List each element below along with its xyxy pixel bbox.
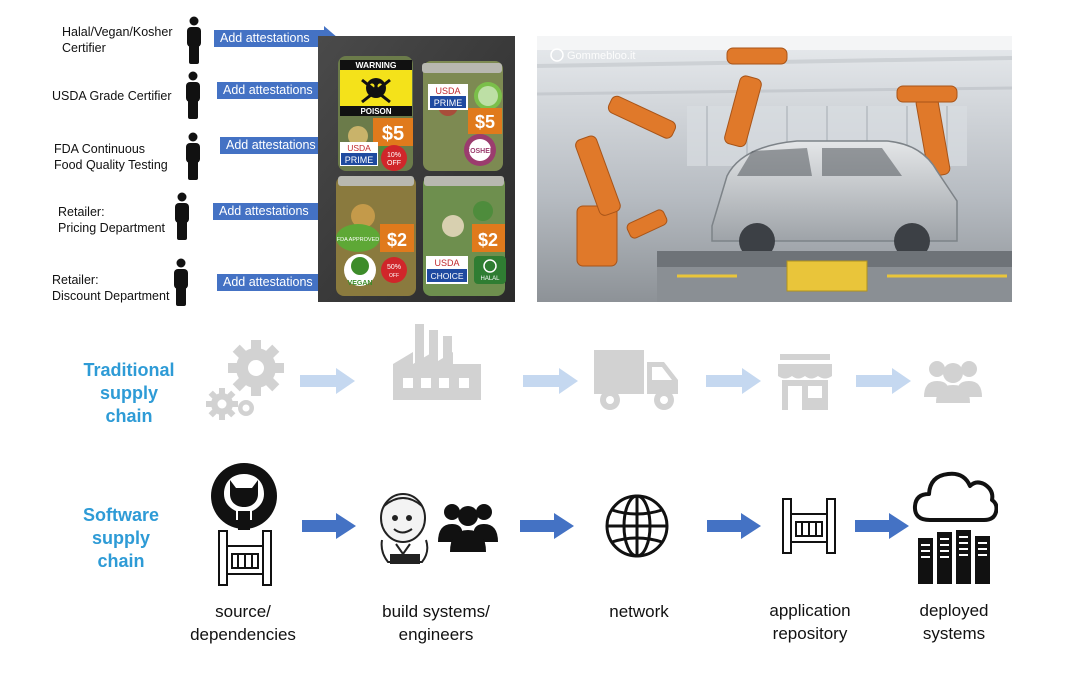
- factory-icon: [393, 324, 481, 400]
- role-name: USDA Grade Certifier: [52, 89, 172, 103]
- traditional-supply-chain-label: Traditional supply chain: [70, 359, 188, 428]
- discount-label: OFF: [387, 160, 401, 167]
- food-jars-illustration: WARNING POISON USDA PRIME $5 $5 USDA PRI…: [318, 36, 515, 302]
- price-tag: $5: [382, 123, 404, 145]
- halal-label: HALAL: [480, 276, 500, 282]
- person-icon: [175, 192, 189, 240]
- caption-line: source/: [215, 602, 271, 621]
- cloud-icon: [912, 471, 998, 522]
- car-factory-illustration: Gommebloo.it: [537, 36, 1012, 302]
- prime-label: PRIME: [345, 155, 374, 165]
- role-name: Retailer:: [58, 205, 105, 219]
- store-icon: [778, 354, 832, 410]
- light-arrow-icon: [300, 368, 355, 394]
- arrow-icon: [520, 513, 574, 539]
- caption-line: build systems/: [382, 602, 490, 621]
- usda-label: USDA: [347, 143, 371, 153]
- caption-line: deployed: [919, 601, 989, 620]
- discount-label: OFF: [389, 273, 399, 279]
- label-line: supply: [91, 528, 150, 548]
- person-icon: [186, 132, 200, 180]
- person-icon: [187, 16, 201, 64]
- add-attestations-label: Add attestations: [220, 137, 326, 154]
- role-name: Food Quality Testing: [54, 158, 168, 172]
- price-tag: $2: [478, 230, 498, 250]
- person-icon: [174, 258, 188, 306]
- price-tag: $2: [387, 230, 407, 250]
- caption-deployed-systems: deployed systems: [895, 599, 1013, 645]
- food-jars-photo: WARNING POISON USDA PRIME $5 $5 USDA PRI…: [318, 36, 515, 302]
- label-line: chain: [105, 406, 153, 426]
- role-name: Retailer:: [52, 273, 99, 287]
- caption-line: engineers: [398, 625, 474, 644]
- label-line: supply: [99, 383, 158, 403]
- usda-label: USDA: [434, 258, 459, 268]
- repository-crate-icon: [782, 498, 836, 554]
- discount-label: 10%: [387, 152, 401, 159]
- caption-line: network: [609, 602, 669, 621]
- role-name: FDA Continuous: [54, 142, 146, 156]
- arrow-icon: [302, 513, 356, 539]
- label-line: Software: [82, 505, 160, 525]
- light-arrow-icon: [706, 368, 761, 394]
- discount-label: 50%: [387, 264, 401, 271]
- choice-label: CHOICE: [430, 271, 463, 281]
- role-name: Certifier: [62, 41, 106, 55]
- engineers-icon: [438, 504, 498, 552]
- caption-build-systems: build systems/ engineers: [360, 600, 512, 646]
- truck-icon: [594, 350, 678, 410]
- repository-crate-icon: [218, 530, 272, 586]
- software-supply-chain-label: Software supply chain: [62, 504, 180, 573]
- caption-line: application: [769, 601, 851, 620]
- warning-label: WARNING: [355, 60, 396, 70]
- role-label: Retailer: Discount Department: [52, 272, 169, 304]
- jenkins-icon: [380, 493, 429, 564]
- github-icon: [211, 463, 277, 530]
- role-label: Retailer: Pricing Department: [58, 204, 165, 236]
- role-name: Halal/Vegan/Kosher: [62, 25, 173, 39]
- usda-label: USDA: [435, 86, 460, 96]
- caption-application-repository: application repository: [745, 599, 875, 645]
- caption-line: systems: [922, 624, 986, 643]
- caption-network: network: [584, 600, 694, 623]
- price-tag: $5: [475, 112, 495, 132]
- label-line: Traditional: [83, 360, 175, 380]
- kosher-label: KOSHER: [465, 148, 495, 155]
- caption-line: dependencies: [190, 625, 296, 644]
- arrow-icon: [855, 513, 909, 539]
- fda-label: FDA APPROVED: [337, 237, 380, 243]
- consumers-icon: [924, 361, 982, 403]
- prime-label: PRIME: [434, 98, 463, 108]
- gears-icon: [206, 340, 284, 420]
- vegan-label: VEGAN: [348, 280, 373, 287]
- caption-line: repository: [772, 624, 848, 643]
- globe-network-icon: [605, 494, 669, 558]
- caption-source-dependencies: source/ dependencies: [170, 600, 316, 646]
- light-arrow-icon: [856, 368, 911, 394]
- arrow-icon: [707, 513, 761, 539]
- poison-label: POISON: [360, 107, 391, 116]
- add-attestations-label: Add attestations: [213, 203, 321, 220]
- role-name: Discount Department: [52, 289, 170, 303]
- role-name: Pricing Department: [58, 221, 165, 235]
- role-label: USDA Grade Certifier: [52, 88, 171, 104]
- car-factory-photo: Gommebloo.it: [537, 36, 1012, 302]
- watermark-text: Gommebloo.it: [567, 50, 635, 62]
- person-icon: [186, 71, 200, 119]
- label-line: chain: [97, 551, 145, 571]
- servers-icon: [918, 530, 990, 584]
- add-attestations-label: Add attestations: [214, 30, 324, 47]
- light-arrow-icon: [523, 368, 578, 394]
- role-label: Halal/Vegan/Kosher Certifier: [62, 24, 173, 56]
- add-attestations-label: Add attestations: [217, 82, 325, 99]
- role-label: FDA Continuous Food Quality Testing: [54, 141, 168, 173]
- add-attestations-label: Add attestations: [217, 274, 321, 291]
